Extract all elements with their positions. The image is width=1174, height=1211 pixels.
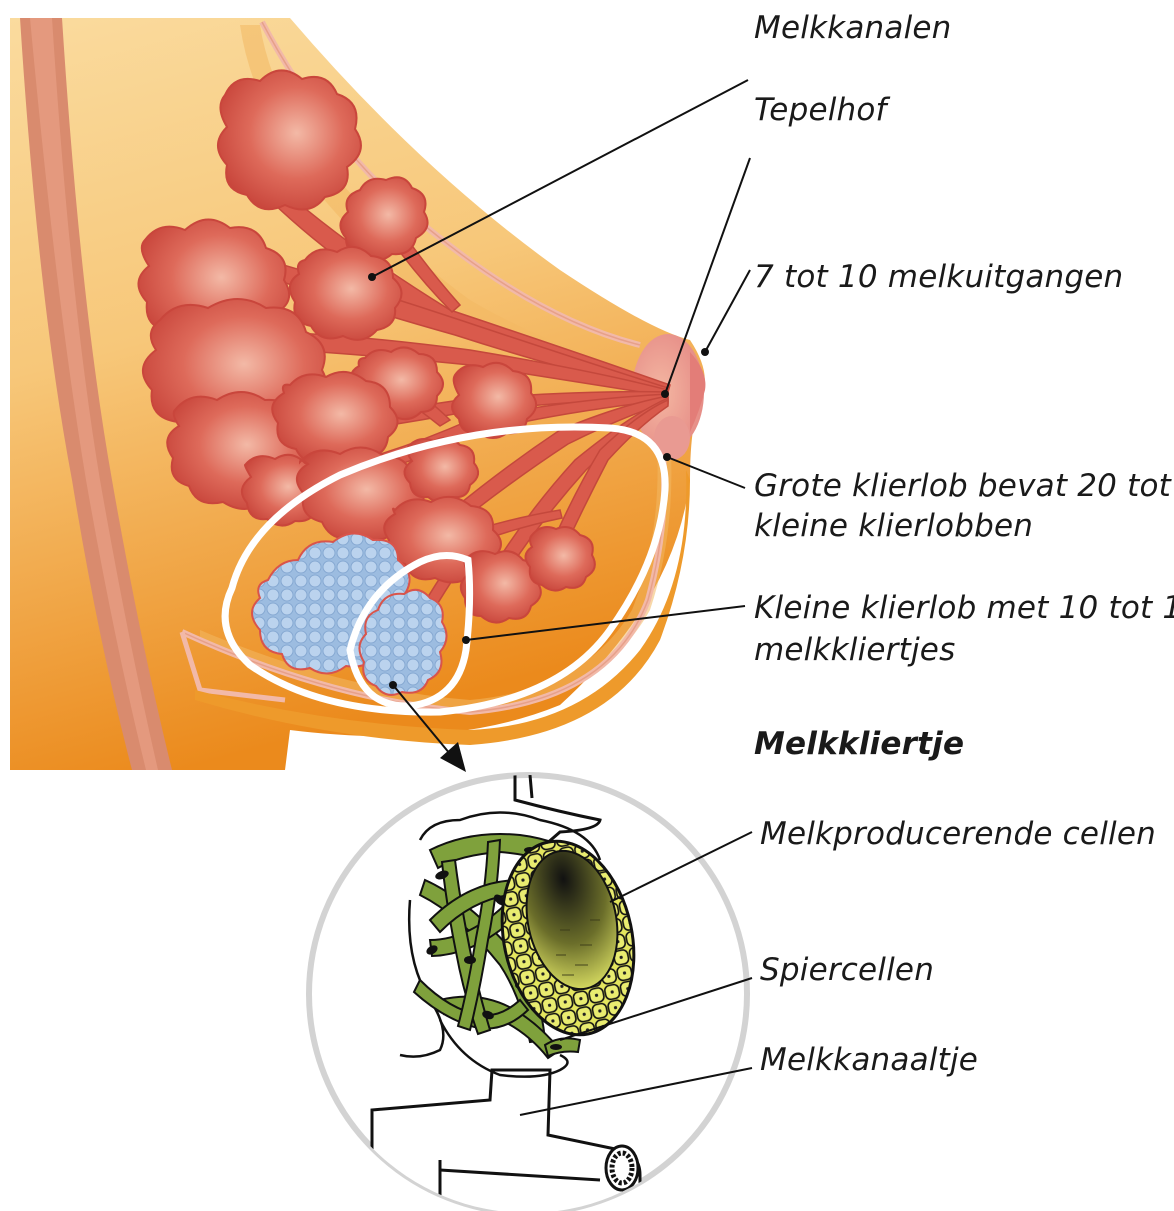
label-small-lobe-line2: melkkliertjes	[754, 630, 955, 670]
heading-milk-gland: Melkkliertje	[754, 724, 964, 764]
label-milk-ducts: Melkkanalen	[754, 8, 952, 48]
label-small-lobe-line1: Kleine klierlob met 10 tot 100	[754, 588, 1174, 628]
label-large-lobe-line2: kleine klierlobben	[754, 506, 1033, 546]
label-areola: Tepelhof	[754, 90, 887, 130]
label-small-milk-duct: Melkkanaaltje	[760, 1040, 978, 1080]
label-milk-outlets: 7 tot 10 melkuitgangen	[754, 257, 1123, 297]
label-large-lobe-line1: Grote klierlob bevat 20 tot 40	[754, 466, 1174, 506]
label-milk-producing-cells: Melkproducerende cellen	[760, 814, 1156, 854]
label-muscle-cells: Spiercellen	[760, 950, 934, 990]
